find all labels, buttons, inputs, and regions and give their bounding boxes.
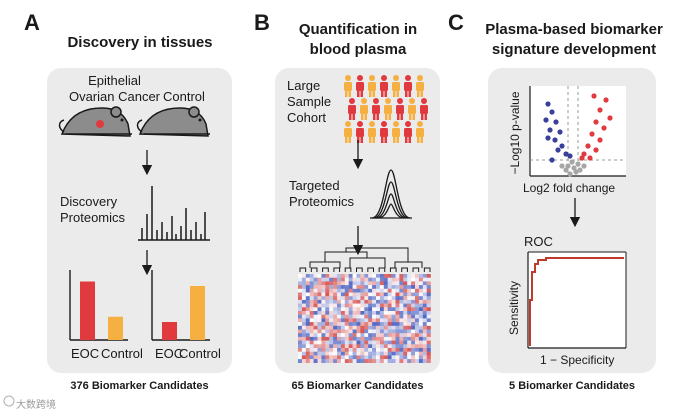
volcano-point-down [543,117,549,123]
watermark: 大数跨境 [16,400,56,411]
volcano-point-down [559,143,565,149]
volcano-point-up [591,93,597,99]
mass-spectrum-icon [138,186,210,241]
person-icon [356,121,364,143]
volcano-point-down [545,135,551,141]
label-control-mouse: Control [163,89,205,104]
volcano-point-down [555,147,561,153]
volcano-point-down [552,137,558,143]
volcano-point-up [603,97,609,103]
bar-eoc-1 [162,322,177,340]
person-icon [416,75,424,97]
mouse-cancer-icon [58,106,132,137]
volcano-point-down [567,153,573,159]
heatmap [298,274,431,363]
label-control-right: Control [179,346,221,361]
volcano-point-ns [573,169,579,175]
label-targeted-proteomics: Targeted Proteomics [289,178,355,209]
volcano-point-down [563,151,569,157]
volcano-point-up [585,143,591,149]
volcano-point-down [557,129,563,135]
person-icon [348,98,356,120]
person-icon [356,75,364,97]
bar-control-1 [190,286,205,340]
volcano-point-up [579,155,585,161]
volcano-xlabel: Log2 fold change [523,181,616,195]
volcano-point-up [581,151,587,157]
person-icon [404,75,412,97]
volcano-point-up [589,131,595,137]
watermark-icon [3,395,15,407]
person-icon [368,75,376,97]
panel-c-letter: C [448,10,464,35]
label-eoc-right: EOC [155,346,184,361]
volcano-point-up [593,147,599,153]
mouse-control-icon [136,106,210,137]
person-icon [408,98,416,120]
volcano-point-ns [569,159,575,165]
person-icon [368,121,376,143]
panel-b-letter: B [254,10,270,35]
person-icon [404,121,412,143]
volcano-point-down [547,127,553,133]
panel-a-letter: A [24,10,40,35]
volcano-point-up [597,137,603,143]
panel-b-footer: 65 Biomarker Candidates [291,380,424,392]
volcano-point-ns [575,161,581,167]
volcano-point-ns [571,165,577,171]
volcano-point-up [601,125,607,131]
person-icon [372,98,380,120]
volcano-point-up [593,119,599,125]
person-icon [392,121,400,143]
volcano-point-down [553,119,559,125]
volcano-point-ns [567,171,573,177]
label-large-sample-cohort: Large Sample Cohort [287,78,332,125]
panel-c-footer: 5 Biomarker Candidates [509,380,635,392]
label-ovarian-cancer: Epithelial Ovarian Cancer [68,73,161,104]
bar-eoc-0 [80,281,95,340]
volcano-point-up [587,155,593,161]
person-icon [360,98,368,120]
volcano-point-down [549,157,555,163]
volcano-point-down [549,109,555,115]
volcano-point-up [597,107,603,113]
volcano-point-ns [559,163,565,169]
roc-title: ROC [524,234,553,249]
volcano-plot [529,86,626,177]
person-icon [380,121,388,143]
person-icon [420,98,428,120]
person-icon [344,121,352,143]
volcano-point-down [545,101,551,107]
panel-a-footer: 376 Biomarker Candidates [70,380,209,392]
dendrogram [299,247,431,272]
bar-control-0 [108,316,123,340]
panel-a-title: Discovery in tissues [67,34,213,51]
volcano-point-ns [581,163,587,169]
volcano-point-ns [577,167,583,173]
volcano-point-ns [563,167,569,173]
person-icon [384,98,392,120]
roc-xlabel: 1 − Specificity [540,353,615,367]
person-icon [344,75,352,97]
sample-cohort-icons [344,75,428,143]
volcano-point-up [607,115,613,121]
person-icon [416,121,424,143]
label-control-left: Control [101,346,143,361]
chromatogram-peaks-icon [370,169,412,219]
roc-curve-chart [527,251,627,349]
volcano-point-ns [565,163,571,169]
panel-c-title: Plasma-based biomarker signature develop… [485,21,663,58]
label-discovery-proteomics: Discovery Proteomics [60,194,126,225]
person-icon [380,75,388,97]
label-eoc-left: EOC [71,346,100,361]
bar-charts [69,270,210,341]
person-icon [396,98,404,120]
person-icon [392,75,400,97]
panel-b-title: Quantification in blood plasma [298,21,418,58]
